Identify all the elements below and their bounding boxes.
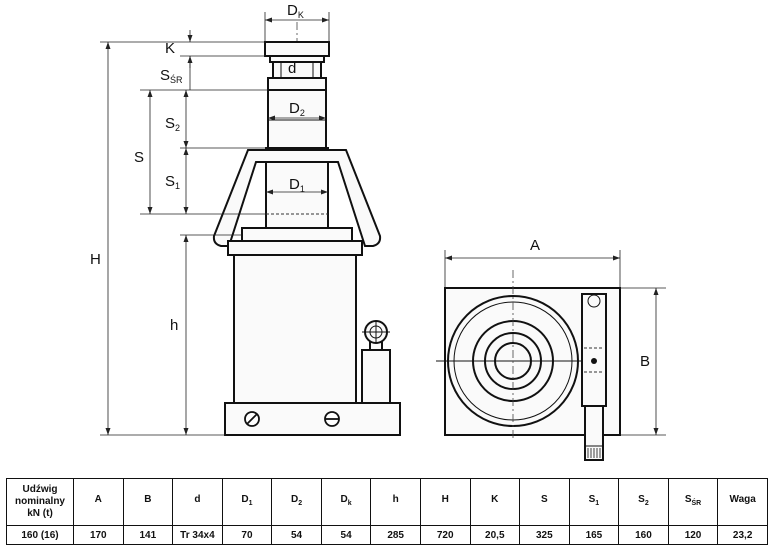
header-capacity: Udźwig nominalny kN (t) [6,478,74,526]
label-s: S [134,149,144,166]
cell-k: 20,5 [469,525,521,545]
label-k: K [165,40,175,57]
cell-h-small: 285 [370,525,421,545]
carrying-handle [212,149,382,247]
side-view: DK d D2 D1 K SŚR S2 [90,2,401,436]
header-weight: Waga [717,478,768,526]
label-h-large: H [90,251,101,268]
cell-d1: 70 [221,525,273,545]
label-s1: S1 [165,173,180,191]
header-ssr: SŚR [667,478,719,526]
label-a: A [530,237,540,254]
header-d: d [172,478,223,526]
label-d2: D2 [289,100,305,118]
header-a: A [73,478,124,526]
header-k: K [469,478,521,526]
cell-s2: 160 [618,525,669,545]
body-top-plate [227,240,363,256]
cell-s1: 165 [568,525,620,545]
header-s2: S2 [618,478,669,526]
cell-ssr: 120 [667,525,719,545]
cell-dk: 54 [320,525,372,545]
jack-body [233,254,357,404]
pump-lever [581,293,607,407]
cell-weight: 23,2 [717,525,768,545]
specification-table: Udźwig nominalny kN (t) A B d D1 D2 Dk h… [6,478,768,545]
label-dk: DK [287,2,304,20]
table-header-row: Udźwig nominalny kN (t) A B d D1 D2 Dk h… [6,478,768,526]
label-b: B [640,353,650,370]
upper-piston [267,89,327,149]
header-s1: S1 [568,478,620,526]
label-h-small: h [170,317,178,334]
table-row: 160 (16) 170 141 Tr 34x4 70 54 54 285 72… [6,525,768,545]
cell-d: Tr 34x4 [172,525,223,545]
cell-a: 170 [73,525,124,545]
header-h-large: H [419,478,471,526]
header-s: S [519,478,570,526]
header-h-small: h [370,478,421,526]
top-cap [264,41,330,57]
header-b: B [122,478,174,526]
cell-b: 141 [122,525,174,545]
label-d: d [288,60,296,77]
cell-d2: 54 [271,525,322,545]
top-view: A B [436,237,666,461]
label-s2: S2 [165,115,180,133]
header-d2: D2 [271,478,322,526]
label-ssr: SŚR [160,67,183,85]
cell-h-large: 720 [419,525,471,545]
cell-capacity: 160 (16) [6,525,74,545]
cell-s: 325 [519,525,570,545]
pump-cylinder [361,349,391,405]
screw-shaft [272,61,322,79]
jack-technical-drawing: DK d D2 D1 K SŚR S2 [90,2,666,461]
header-dk: Dk [320,478,372,526]
label-d1: D1 [289,176,305,194]
header-d1: D1 [221,478,273,526]
